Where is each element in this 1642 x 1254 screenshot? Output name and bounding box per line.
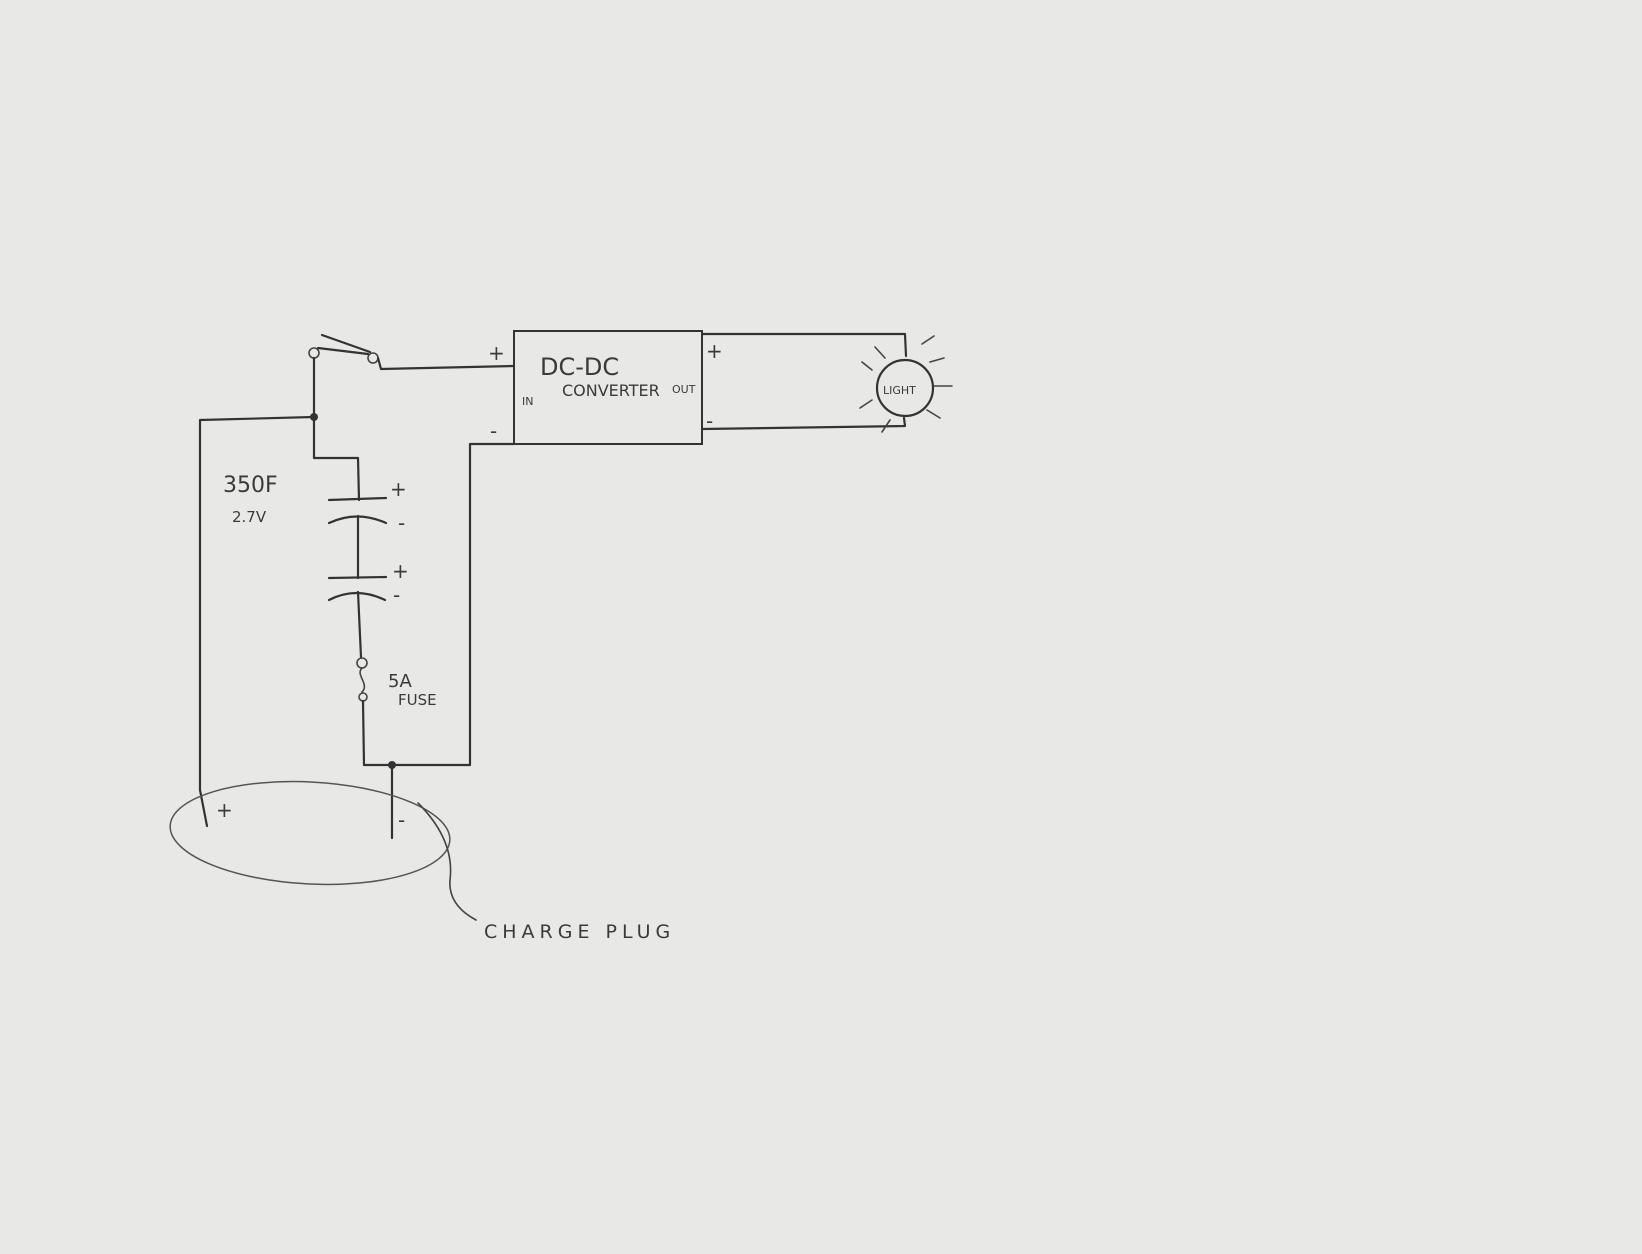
- wire-out-minus: [700, 416, 907, 431]
- light-label: LIGHT: [883, 384, 916, 397]
- capacitor-voltage: 2.7V: [232, 508, 267, 526]
- charge-plug-plus: +: [216, 798, 233, 822]
- cap2-plus: +: [392, 559, 409, 583]
- converter-subtitle: CONVERTER: [562, 381, 660, 400]
- fuse-label: FUSE: [398, 691, 437, 709]
- fuse-rating: 5A: [388, 671, 412, 692]
- converter-in-minus: -: [490, 419, 497, 443]
- wire-fuse-to-junction: [361, 442, 516, 767]
- converter-out-plus: +: [706, 339, 723, 363]
- capacitor-value: 350F: [223, 473, 278, 498]
- charge-plug-outline: [169, 780, 451, 886]
- converter-in-label: IN: [522, 395, 533, 408]
- charge-plug-leader: [417, 802, 477, 921]
- cap1-plus: +: [390, 477, 407, 501]
- converter-out-label: OUT: [672, 383, 696, 396]
- wire-junction-to-cap: [312, 415, 361, 502]
- converter-out-minus: -: [706, 409, 713, 433]
- wire-switch-to-converter: [376, 356, 515, 371]
- dc-dc-converter-box: [513, 330, 703, 445]
- cap1-minus: -: [398, 511, 405, 535]
- wire-out-plus: [700, 332, 908, 358]
- cap2-minus: -: [393, 583, 400, 607]
- wire-charge-plus: [198, 415, 316, 828]
- wire-cap2-to-fuse: [356, 590, 363, 659]
- converter-in-plus: +: [488, 341, 505, 365]
- converter-title: DC-DC: [540, 353, 619, 381]
- capacitor-2: [327, 575, 388, 602]
- switch: [308, 333, 379, 364]
- light-bulb-icon: [859, 335, 953, 433]
- fuse: [356, 657, 368, 702]
- charge-plug-label: CHARGE PLUG: [484, 921, 675, 943]
- charge-plug-minus: -: [398, 808, 405, 832]
